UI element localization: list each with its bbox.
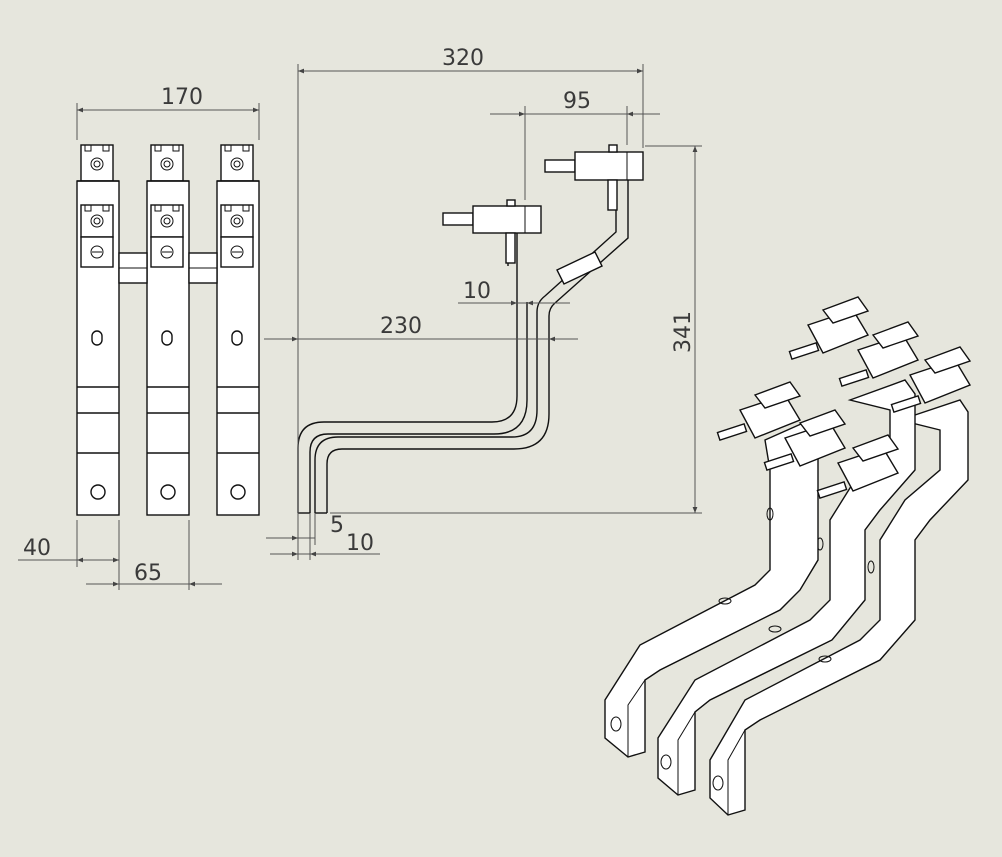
iso-clamp-5: [838, 321, 920, 388]
dimension-170: 170: [76, 85, 260, 140]
dimension-5-10-bottom: 5 10: [266, 513, 380, 560]
dimension-label-95: 95: [563, 89, 591, 114]
iso-clamp-4: [788, 296, 870, 361]
clamp-upper: [544, 144, 644, 211]
side-view: 320 95 10 230 341: [264, 46, 702, 560]
dimension-341: 341: [330, 145, 702, 514]
cross-tie: [118, 252, 218, 284]
front-view: 170 40 65: [18, 85, 260, 590]
dimension-95: 95: [490, 89, 660, 200]
dimension-label-230: 230: [380, 314, 422, 339]
iso-clamp-6: [890, 346, 972, 414]
busbar-front-3: [216, 144, 260, 516]
busbar-side-inner: [314, 180, 617, 513]
dimension-230: 230: [264, 314, 578, 342]
dimension-label-65: 65: [134, 561, 162, 586]
busbar-front-2: [146, 144, 190, 516]
dimension-320: 320: [297, 46, 644, 513]
dimension-label-341: 341: [671, 311, 696, 353]
dimension-label-10-bottom: 10: [346, 531, 374, 556]
dimension-label-40: 40: [23, 536, 51, 561]
iso-clamp-3: [816, 434, 900, 500]
busbar-iso-2: [657, 379, 916, 796]
clamp-lower: [442, 199, 542, 264]
isometric-view: [604, 296, 972, 816]
busbar-iso-3: [709, 399, 969, 816]
dimension-label-5: 5: [330, 513, 344, 538]
dimension-label-320: 320: [442, 46, 484, 71]
dimension-10-mid: 10: [458, 279, 570, 306]
dimension-label-10-mid: 10: [463, 279, 491, 304]
busbar-front-1: [76, 144, 120, 516]
busbar-side-outer: [297, 304, 518, 513]
iso-clamps: [716, 296, 972, 500]
iso-clamp-2: [763, 409, 847, 472]
iso-clamp-1: [716, 381, 802, 442]
dimension-label-170: 170: [161, 85, 203, 110]
insulator-block: [556, 251, 603, 285]
dimension-65: 65: [86, 520, 222, 590]
dimension-40: 40: [18, 520, 120, 590]
